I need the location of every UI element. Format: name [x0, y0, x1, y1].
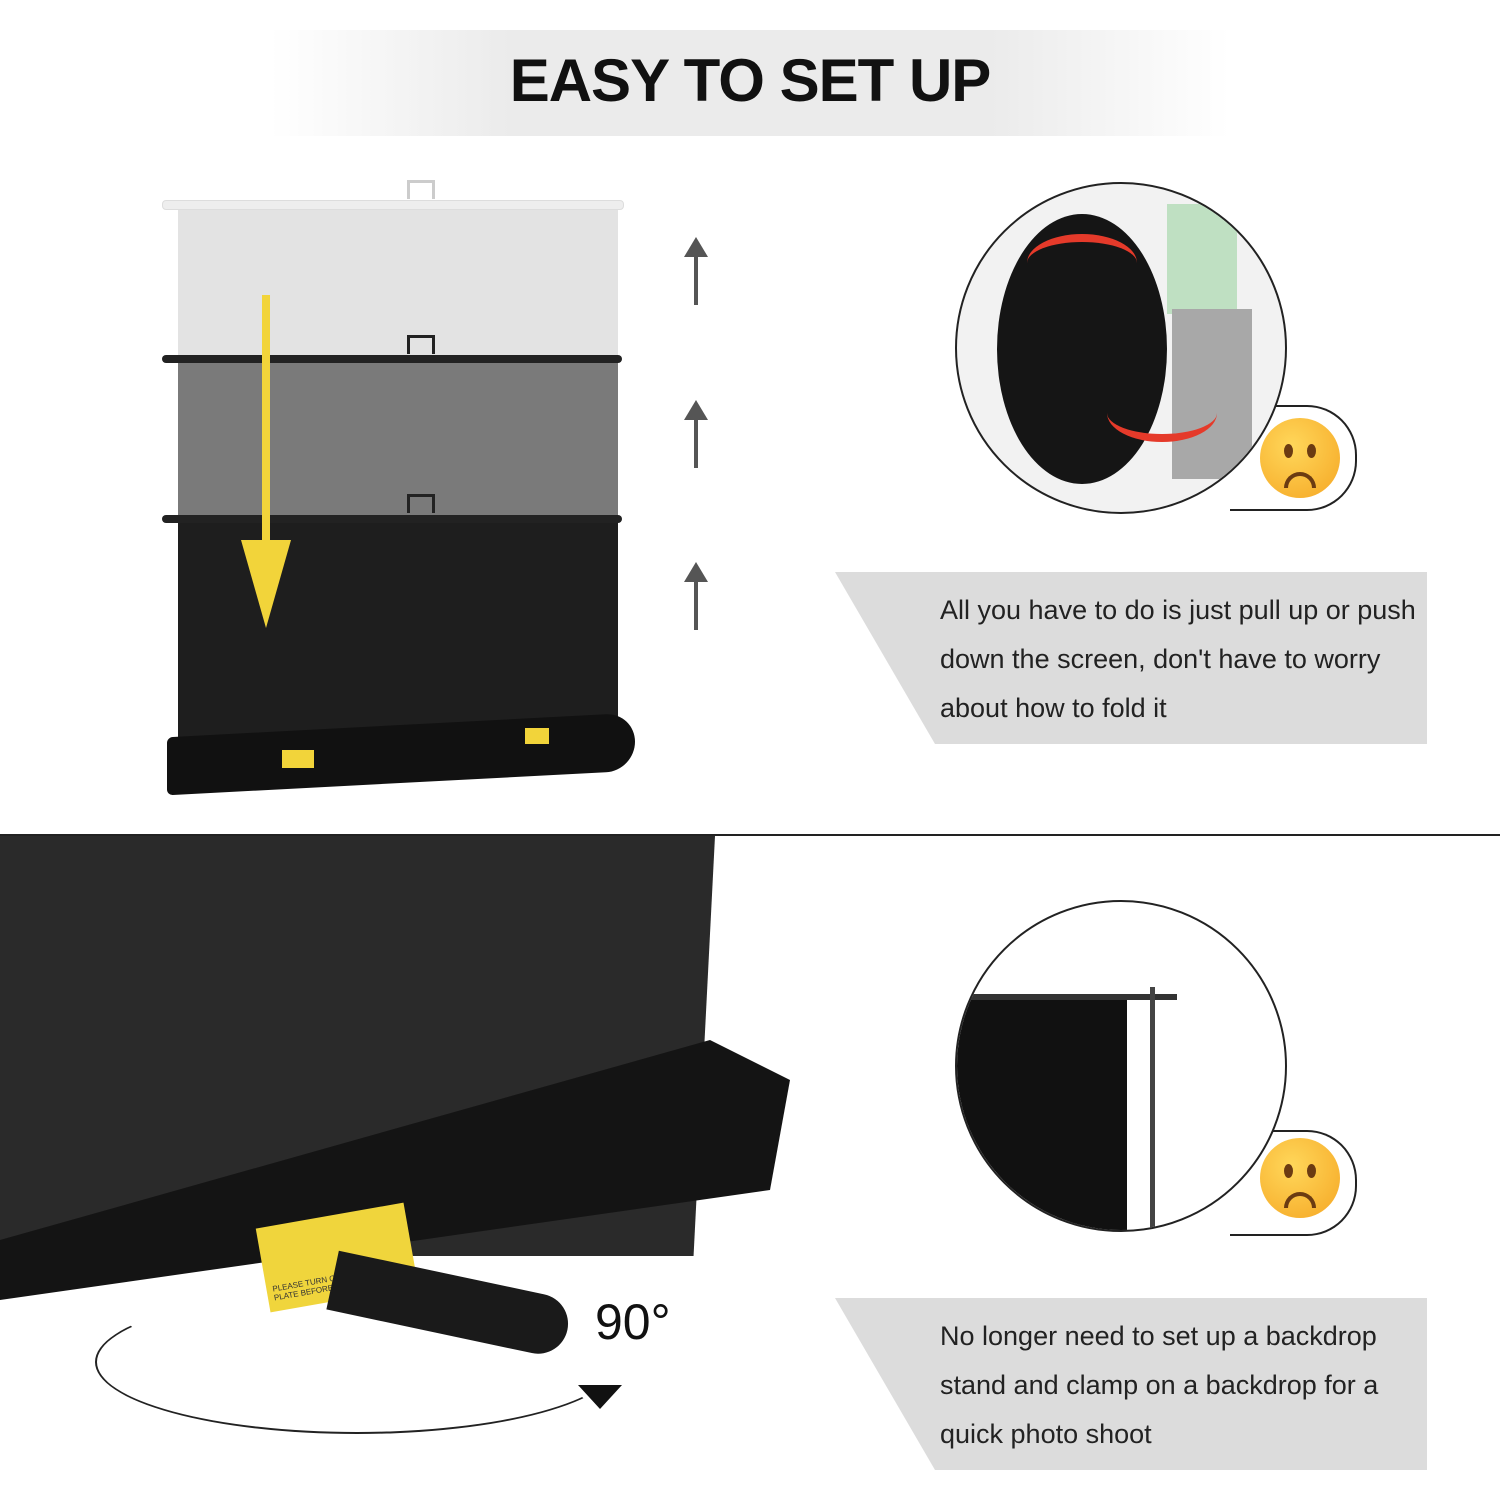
- curved-arrow-icon: [1027, 234, 1137, 292]
- handle: [407, 180, 435, 199]
- rotation-label: 90°: [595, 1294, 671, 1350]
- divider: [0, 834, 1500, 836]
- mid-bar: [162, 355, 622, 363]
- stand-pole: [1150, 987, 1155, 1230]
- caption-text-2: No longer need to set up a backdrop stan…: [940, 1321, 1379, 1449]
- folding-backdrop-photo: [955, 182, 1287, 514]
- crossbar: [957, 994, 1177, 1000]
- up-arrow-icon: [684, 400, 708, 468]
- up-arrow-icon: [684, 237, 708, 305]
- up-arrow-icon: [684, 562, 708, 630]
- caption-text-1: All you have to do is just pull up or pu…: [940, 595, 1416, 723]
- sad-face-icon: [1260, 418, 1340, 498]
- sad-face-icon: [1260, 1138, 1340, 1218]
- sticker: [525, 728, 549, 744]
- rotation-arc: [95, 1290, 619, 1434]
- title-banner: [270, 30, 1230, 136]
- caption-box-2: No longer need to set up a backdrop stan…: [835, 1298, 1427, 1470]
- sticker: [282, 750, 314, 768]
- screen-panel-white: [178, 205, 618, 360]
- caption-box-1: All you have to do is just pull up or pu…: [835, 572, 1427, 744]
- rotation-arrow-icon: [578, 1385, 622, 1409]
- handle: [407, 335, 435, 354]
- down-arrow-icon: [262, 295, 270, 545]
- handle: [407, 494, 435, 513]
- person-shirt: [1167, 204, 1237, 314]
- lower-bar: [162, 515, 622, 523]
- down-arrow-head: [241, 540, 291, 628]
- backdrop: [957, 997, 1127, 1230]
- top-bar: [162, 200, 624, 210]
- backdrop-stand-photo: [955, 900, 1287, 1232]
- curved-arrow-icon: [1107, 384, 1217, 442]
- screen-panel-gray: [178, 360, 618, 520]
- page-title: EASY TO SET UP: [509, 47, 992, 114]
